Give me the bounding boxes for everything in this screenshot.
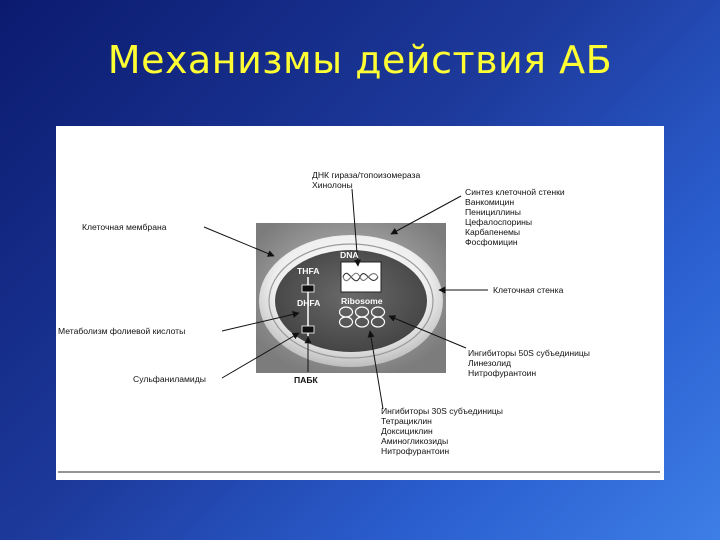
mechanism-diagram: DNA THFA DHFA Ribosome ДНК гираза/топоиз…: [56, 126, 664, 480]
arrow-cell-wall-synthesis: [390, 195, 462, 235]
arrow-30s: [367, 330, 384, 410]
inhibitors-50s-heading: Ингибиторы 50S субъединицы: [468, 348, 590, 358]
pabk-label: ПАБК: [294, 375, 318, 385]
cell-wall-synthesis-group: Синтез клеточной стенки Ванкомицин Пениц…: [465, 187, 565, 247]
dna-box: [340, 261, 382, 293]
ribosomes: [338, 306, 386, 328]
thfa-label: THFA: [297, 266, 320, 276]
arrow-membrane: [203, 226, 275, 257]
sulfonamides-label: Сульфаниламиды: [133, 374, 206, 384]
inhibitors-30s-group: Ингибиторы 30S субъединицы Тетрациклин Д…: [381, 406, 503, 456]
membrane-label: Клеточная мембрана: [82, 222, 167, 232]
inhibitors-50s-group: Ингибиторы 50S субъединицы Линезолид Нит…: [468, 348, 590, 378]
arrow-sulfonamides: [221, 332, 300, 379]
dna-gyrase-group: ДНК гираза/топоизомераза Хинолоны: [312, 170, 420, 190]
arrow-50s: [388, 315, 467, 349]
arrow-folate: [221, 311, 300, 332]
cell-wall-synthesis-item: Фосфомицин: [465, 237, 518, 247]
cell-membrane: [268, 243, 434, 359]
cell-wall-synthesis-item: Пенициллины: [465, 207, 521, 217]
inhibitors-30s-item: Аминогликозиды: [381, 436, 449, 446]
cell-wall-synthesis-item: Цефалоспорины: [465, 217, 533, 227]
dna-helix-b: [342, 272, 379, 282]
cell-wall-label: Клеточная стенка: [493, 285, 564, 295]
dhfa-label: DHFA: [297, 298, 321, 308]
cell-wall-synthesis-item: Ванкомицин: [465, 197, 515, 207]
inhibitors-50s-item: Линезолид: [468, 358, 512, 368]
dhfa-pabk-block: [301, 325, 315, 334]
dna-gyrase-heading: ДНК гираза/топоизомераза: [312, 170, 421, 180]
inhibitors-30s-item: Доксициклин: [381, 426, 433, 436]
dna-label: DNA: [340, 250, 359, 260]
thfa-dhfa-block: [301, 284, 315, 293]
ribosome-label: Ribosome: [341, 296, 383, 306]
inhibitors-50s-item: Нитрофурантоин: [468, 368, 537, 378]
cell-wall-synthesis-heading: Синтез клеточной стенки: [465, 187, 565, 197]
cell-wall-synthesis-item: Карбапенемы: [465, 227, 521, 237]
inhibitors-30s-item: Нитрофурантоин: [381, 446, 450, 456]
inhibitors-30s-heading: Ингибиторы 30S субъединицы: [381, 406, 503, 416]
arrow-dna-gyrase: [351, 188, 361, 267]
diagram-graphics: [58, 188, 660, 473]
slide-title: Механизмы действия АБ: [107, 38, 613, 82]
dna-gyrase-item: Хинолоны: [312, 180, 353, 190]
folate-metabolism-label: Метаболизм фолиевой кислоты: [58, 326, 186, 336]
inhibitors-30s-item: Тетрациклин: [381, 416, 432, 426]
